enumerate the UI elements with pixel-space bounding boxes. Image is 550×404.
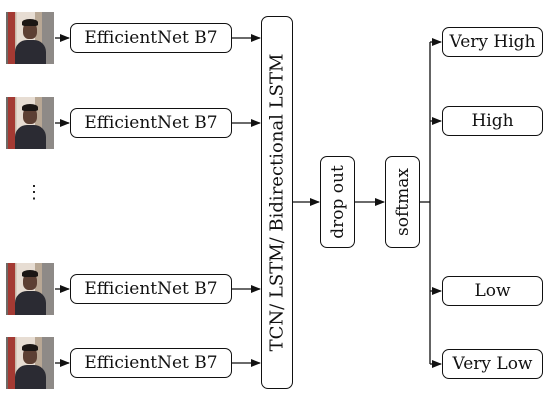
dropout-label: drop out: [327, 165, 348, 239]
encoder-box: EfficientNet B7: [70, 274, 232, 304]
encoder-box: EfficientNet B7: [70, 348, 232, 378]
output-low: Low: [442, 276, 543, 306]
encoder-box: EfficientNet B7: [70, 108, 232, 138]
video-frame-thumbnail: [6, 263, 54, 315]
video-frame-thumbnail: [6, 12, 54, 64]
output-very-high: Very High: [442, 27, 543, 57]
dropout-box: drop out: [320, 156, 355, 248]
softmax-label: softmax: [392, 168, 413, 236]
video-frame-thumbnail: [6, 337, 54, 389]
ellipsis: ⋮: [25, 182, 43, 203]
temporal-model-box: TCN/ LSTM/ Bidirectional LSTM: [261, 16, 293, 389]
softmax-box: softmax: [385, 156, 420, 248]
output-high: High: [442, 106, 543, 136]
video-frame-thumbnail: [6, 97, 54, 149]
output-very-low: Very Low: [442, 349, 543, 379]
encoder-box: EfficientNet B7: [70, 23, 232, 53]
temporal-model-label: TCN/ LSTM/ Bidirectional LSTM: [266, 53, 288, 352]
